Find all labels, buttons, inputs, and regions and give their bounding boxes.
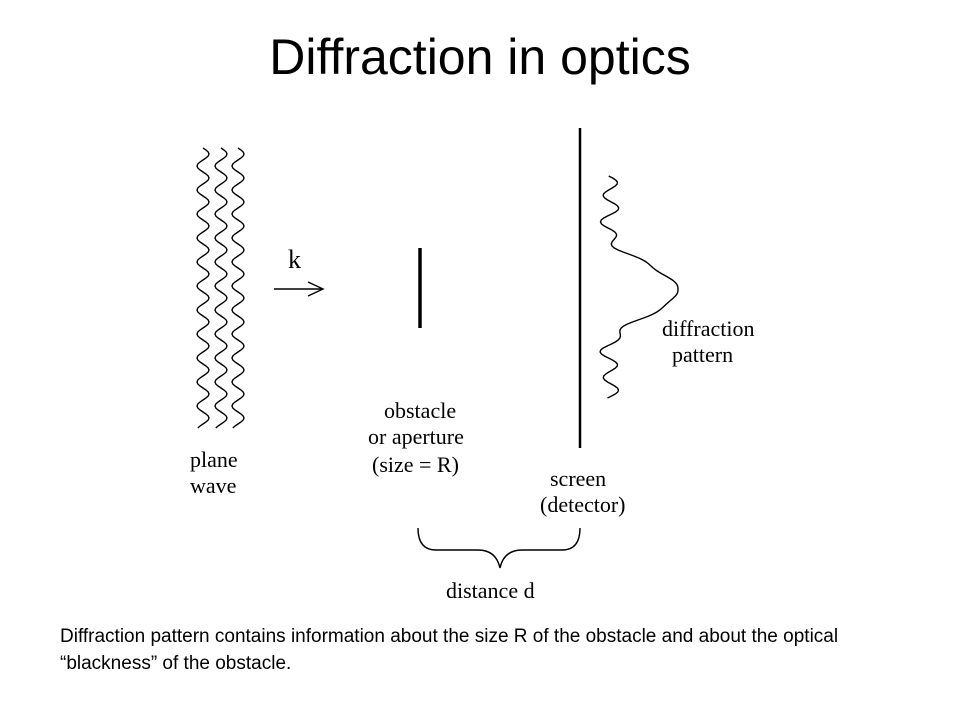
k-arrow (274, 281, 325, 297)
wavefront-line (214, 147, 228, 429)
page-title: Diffraction in optics (269, 29, 691, 85)
wavefront-line (196, 147, 210, 429)
obstacle-label: obstacle or aperture (size = R) (368, 398, 469, 477)
distance-brace (417, 527, 581, 569)
k-label: k (288, 245, 301, 274)
wavefront-line (231, 147, 245, 429)
plane-wave-label: plane wave (190, 447, 243, 498)
diffraction-pattern-label: diffraction pattern (662, 316, 760, 367)
diffraction-pattern-curve (599, 175, 679, 399)
plane-wave (196, 147, 245, 429)
distance-label: distance d (446, 578, 535, 603)
screen-label: screen (detector) (540, 466, 626, 517)
caption: Diffraction pattern contains information… (60, 626, 839, 674)
